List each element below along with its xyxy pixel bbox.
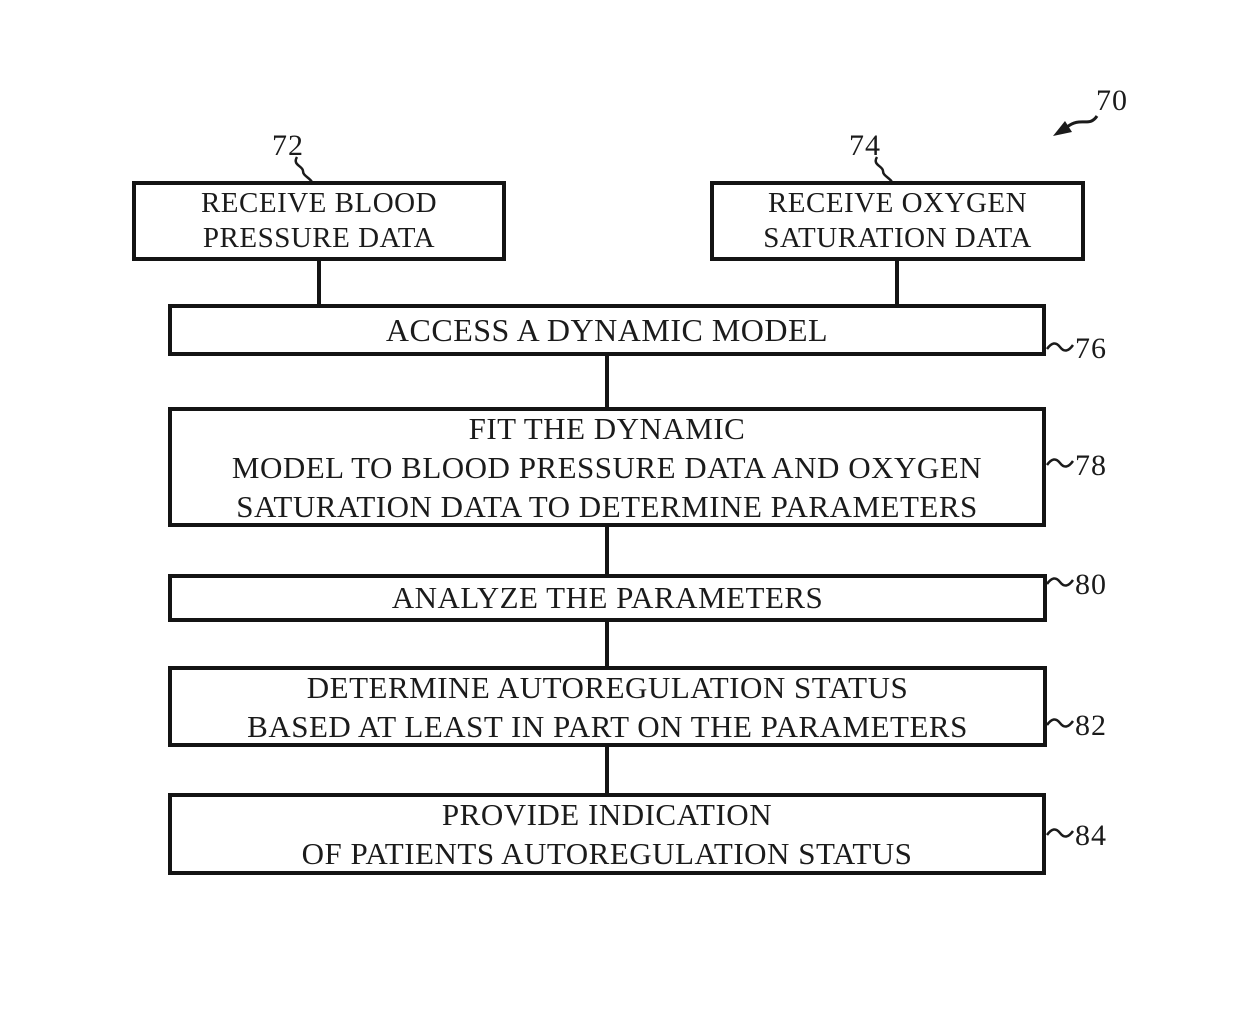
step-box-provide-indication: PROVIDE INDICATION OF PATIENTS AUTOREGUL… (168, 793, 1046, 875)
step-text-line: MODEL TO BLOOD PRESSURE DATA AND OXYGEN (231, 449, 983, 485)
step-text-line: ANALYZE THE PARAMETERS (391, 580, 824, 615)
step-text-line: PRESSURE DATA (202, 222, 436, 254)
leader-squiggle-74 (874, 156, 894, 183)
step-text-line: OF PATIENTS AUTOREGULATION STATUS (301, 836, 913, 871)
step-text-line: SATURATION DATA (763, 222, 1032, 254)
leader-squiggle-72 (294, 156, 314, 183)
ref-label-80: 80 (1075, 568, 1107, 601)
ref-label-84: 84 (1075, 819, 1107, 852)
tilde-leader-76 (1045, 342, 1075, 352)
step-text-line: SATURATION DATA TO DETERMINE PARAMETERS (236, 488, 978, 524)
tilde-leader-80 (1045, 577, 1075, 587)
step-box-receive-oxygen-saturation: RECEIVE OXYGEN SATURATION DATA (710, 181, 1085, 261)
tilde-leader-78 (1045, 458, 1075, 468)
step-box-fit-dynamic-model: FIT THE DYNAMIC MODEL TO BLOOD PRESSURE … (168, 407, 1046, 527)
ref-label-78: 78 (1075, 449, 1107, 482)
step-text-line: ACCESS A DYNAMIC MODEL (385, 311, 829, 348)
step-box-determine-autoregulation-status: DETERMINE AUTOREGULATION STATUS BASED AT… (168, 666, 1047, 747)
ref-label-82: 82 (1075, 709, 1107, 742)
step-box-access-dynamic-model: ACCESS A DYNAMIC MODEL (168, 304, 1046, 356)
step-text-line: RECEIVE OXYGEN (767, 187, 1028, 219)
step-text-line: RECEIVE BLOOD (200, 187, 438, 219)
ref-label-76: 76 (1075, 332, 1107, 365)
step-box-receive-blood-pressure: RECEIVE BLOOD PRESSURE DATA (132, 181, 506, 261)
ref-label-74: 74 (849, 129, 881, 162)
step-text-line: BASED AT LEAST IN PART ON THE PARAMETERS (247, 708, 968, 744)
step-text-line: PROVIDE INDICATION (441, 797, 773, 832)
tilde-leader-82 (1045, 718, 1075, 728)
step-text-line: DETERMINE AUTOREGULATION STATUS (306, 669, 909, 705)
step-box-analyze-parameters: ANALYZE THE PARAMETERS (168, 574, 1047, 622)
step-text-line: FIT THE DYNAMIC (468, 410, 746, 446)
tilde-leader-84 (1045, 828, 1075, 838)
figure-ref-arrow-icon (1053, 115, 1099, 136)
ref-label-70: 70 (1096, 84, 1128, 117)
ref-label-72: 72 (272, 129, 304, 162)
